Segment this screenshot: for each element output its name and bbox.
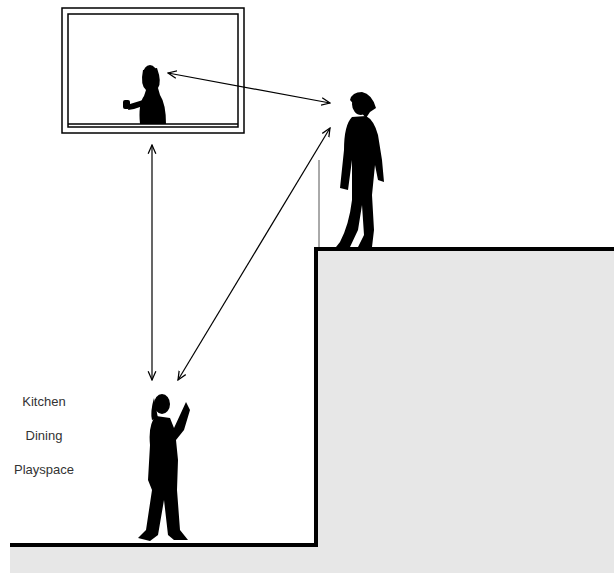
framed-figure <box>123 65 166 124</box>
floor-section-line <box>10 249 614 545</box>
room-label: Kitchen <box>22 394 65 409</box>
frame-outer <box>62 8 244 133</box>
balustrade-line <box>319 160 320 247</box>
sightline-arrow <box>151 145 152 380</box>
room-label: Playspace <box>14 462 74 477</box>
room-label: Dining <box>26 428 63 443</box>
sightline-arrow <box>168 73 330 103</box>
sightline-arrow <box>178 128 330 380</box>
lower-figure <box>138 394 190 541</box>
platform-figure <box>336 92 384 247</box>
platform-fill <box>315 248 614 573</box>
frame-inner <box>68 14 238 127</box>
